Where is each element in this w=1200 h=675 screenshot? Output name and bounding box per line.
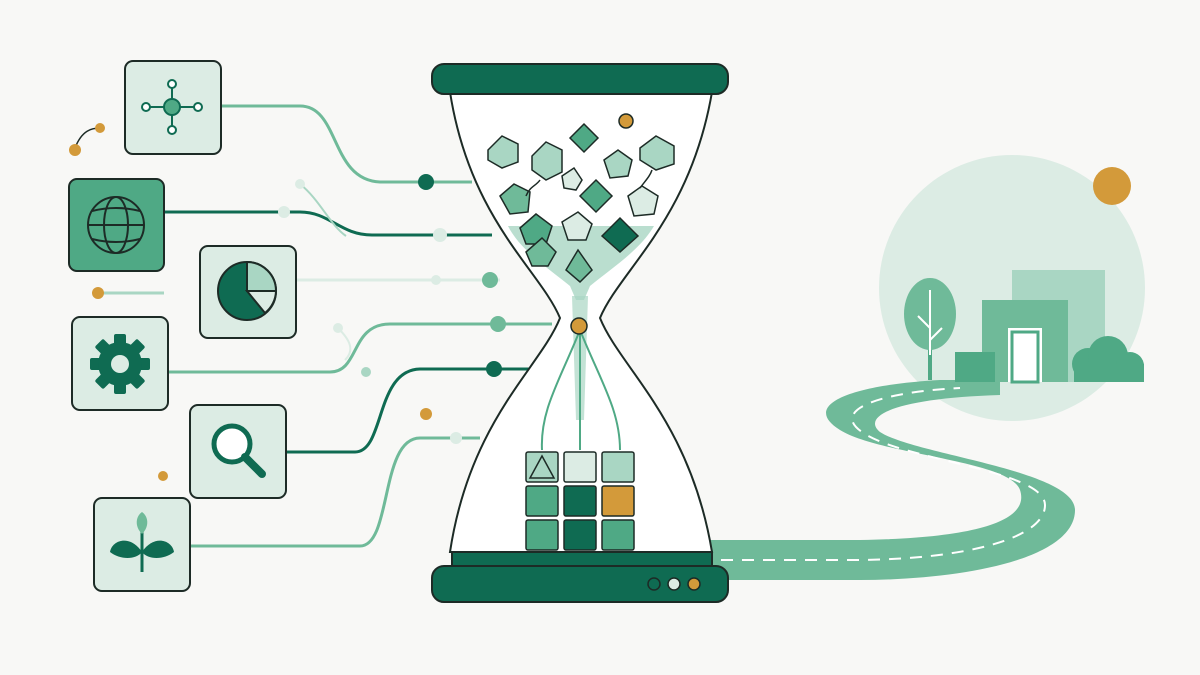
connector-dots <box>69 123 506 481</box>
connector-sprout <box>190 436 480 548</box>
network-icon <box>141 79 203 135</box>
dot-pale-5 <box>361 367 371 377</box>
indicator-dots <box>647 577 701 591</box>
dot-gold-4 <box>420 408 432 420</box>
dot-green-6 <box>450 432 462 444</box>
globe-icon <box>87 196 145 254</box>
dot-gold-3 <box>92 287 104 299</box>
connector-network <box>222 104 472 184</box>
indicator-dot-light <box>667 577 681 591</box>
connector-stray-2 <box>337 327 352 361</box>
tree-icon <box>904 278 956 380</box>
dot-green-4 <box>490 316 506 332</box>
stacked-blocks <box>525 451 635 551</box>
dot-green-3 <box>482 272 498 288</box>
indicator-dot-gold <box>687 577 701 591</box>
dot-green-1 <box>418 174 434 190</box>
dot-gold-5 <box>158 471 168 481</box>
sprout-icon <box>110 512 174 572</box>
icon-tile-globe <box>68 178 165 272</box>
connector-search <box>286 367 548 454</box>
icon-tile-sprout <box>93 497 191 592</box>
hourglass-base-inner <box>451 551 713 567</box>
connector-lines <box>74 104 552 548</box>
connector-gear <box>168 322 552 374</box>
magnifier-icon <box>211 423 266 478</box>
dot-gold-2 <box>95 123 105 133</box>
winding-road <box>700 380 1075 580</box>
landscape <box>700 155 1145 580</box>
connector-globe <box>164 210 492 237</box>
icon-tile-search <box>189 404 287 499</box>
gear-icon <box>90 334 150 394</box>
hourglass <box>431 63 729 603</box>
stray-stem-1 <box>525 179 541 197</box>
icon-tile-pie <box>199 245 297 339</box>
connector-stray-1 <box>299 183 347 237</box>
sun-icon <box>1093 167 1131 205</box>
dot-green-5 <box>486 361 502 377</box>
hourglass-base <box>431 565 729 603</box>
dot-pale-1 <box>295 179 305 189</box>
stray-stem-2 <box>639 169 653 189</box>
road-centerline <box>700 387 1047 561</box>
dot-gold-1 <box>69 144 81 156</box>
pie-chart-icon <box>217 260 278 321</box>
icon-tile-network <box>124 60 222 155</box>
hourglass-top-cap <box>431 63 729 95</box>
gold-bead-top <box>618 113 634 129</box>
gold-bead-neck <box>570 317 588 335</box>
dot-pale-2 <box>278 206 290 218</box>
bush-icon <box>1072 336 1144 382</box>
icon-tile-gear <box>71 316 169 411</box>
indicator-dot-dark <box>647 577 661 591</box>
dot-pale-4 <box>333 323 343 333</box>
dot-green-2 <box>433 228 447 242</box>
stream-lines <box>540 329 621 451</box>
falling-shapes <box>487 122 675 284</box>
dot-pale-3 <box>431 275 441 285</box>
